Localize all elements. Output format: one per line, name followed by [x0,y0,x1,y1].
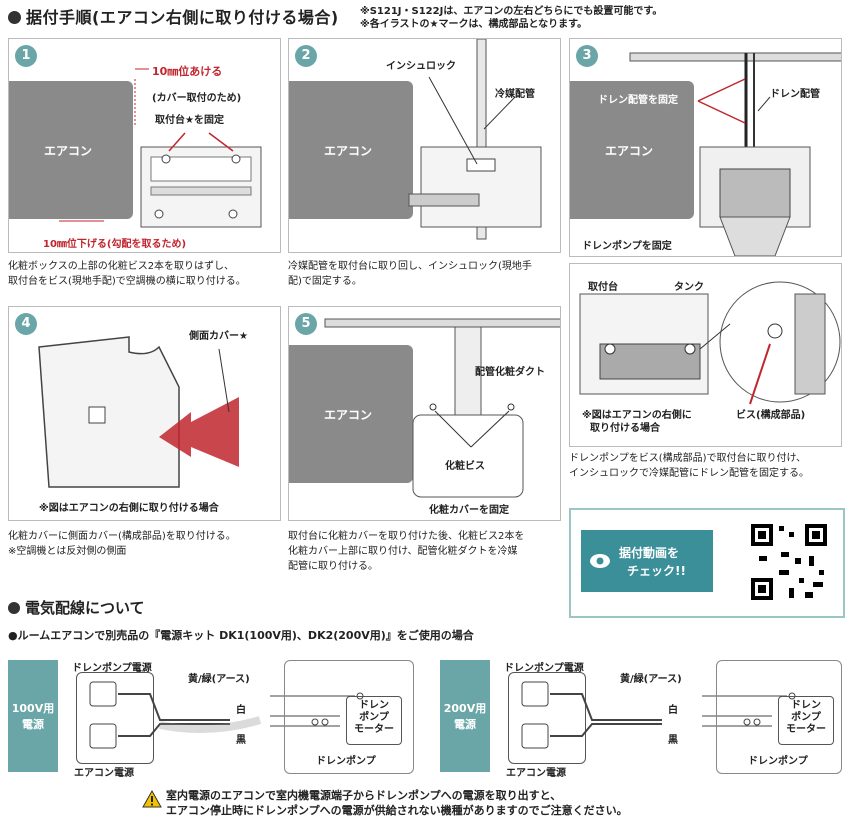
step-4-panel: 4 側面カバー★ ※図はエアコンの右側に取り付ける場合 [8,306,281,521]
detail-note-2: 取り付ける場合 [590,423,660,434]
earth-label: 黄/緑(アース) [620,674,682,685]
drain-pipe-label: ドレン配管 [770,89,820,100]
step-4-illustration [38,336,239,488]
aircon-unit: エアコン [289,345,413,483]
screw-label: 化粧ビス [445,461,485,472]
outlet-box [76,672,154,764]
warning-icon [142,790,162,808]
step-1-panel: 1 エアコン 10㎜位あける (カバー取付のため) 取付台★を固定 10㎜位下げ… [8,38,281,253]
video-line-1: 据付動画を [619,546,680,560]
detail-caption: ドレンポンプをビス(構成部品)で取付台に取り付け、インシュロックで冷媒配管にドレ… [569,453,809,479]
detail-panel: 取付台 タンク ※図はエアコンの右側に 取り付ける場合 ビス(構成部品) [569,263,842,447]
outlet-box [508,672,586,764]
earth-label: 黄/緑(アース) [188,674,250,685]
aircon-unit: エアコン [289,81,413,219]
warning-text: 室内電源のエアコンで室内機電源端子からドレンポンプへの電源を取り出すと、エアコン… [166,789,628,817]
step-2-panel: 2 エアコン インシュロック 冷媒配管 [288,38,561,253]
ac-power-label: エアコン電源 [506,768,566,779]
psu-200v: 200V用電源 [440,660,490,772]
wiring-diagram-200v [521,681,796,749]
step-number: 3 [576,45,598,67]
pump-label: ドレンポンプ [316,756,376,767]
step-3-panel: 3 エアコン ドレン配管を固定 ドレン配管 ドレンポンプを固定 [569,38,842,257]
step-3-illustration [629,52,841,256]
page-title: 据付手順(エアコン右側に取り付ける場合) [8,4,339,28]
step-2-illustration [408,39,542,240]
refrigerant-pipe-label: 冷媒配管 [495,89,535,100]
video-line-2: チェック!! [627,564,686,578]
ac-power-label: エアコン電源 [74,768,134,779]
header-note-2: ※各イラストの★マークは、構成部品となります。 [360,19,588,30]
drain-power-label: ドレンポンプ電源 [504,663,584,674]
aircon-unit: エアコン [9,81,133,219]
gap-label: 10㎜位あける [152,65,223,78]
pump-motor: ドレンポンプモーター [778,696,834,745]
step-1-illustration [59,68,262,228]
screw-label: ビス(構成部品) [736,410,806,421]
header-note-1: ※S121J・S122Jは、エアコンの左右どちらにでも設置可能です。 [360,6,663,17]
pump-fix-label: ドレンポンプを固定 [582,241,672,252]
step-number: 2 [295,45,317,67]
pump-box [716,660,842,774]
psu-100v: 100V用電源 [8,660,58,772]
wiring-diagram-100v [89,681,364,749]
eye-icon [590,554,610,568]
wiring-title: 電気配線について [8,597,145,618]
gap-note: (カバー取付のため) [152,93,242,104]
white-wire-label: 白 [668,705,678,716]
video-button[interactable]: 据付動画を チェック!! [581,530,713,592]
qr-code[interactable] [749,522,829,602]
white-wire-label: 白 [236,705,246,716]
cover-fix-label: 化粧カバーを固定 [429,505,509,516]
pump-box [284,660,414,774]
mount-label: 取付台★を固定 [155,115,224,126]
step-number: 5 [295,313,317,335]
tank-label: タンク [674,282,704,293]
detail-illustration [579,281,841,405]
step-5-illustration [324,318,560,498]
step-1-caption: 化粧ボックスの上部の化粧ビス2本を取りはずし、取付台をビス(現地手配)で空調機の… [8,261,246,287]
step-number: 4 [15,313,37,335]
slope-label: 10㎜位下げる(勾配を取るため) [43,239,187,250]
step-2-caption: 冷媒配管を取付台に取り回し、インシュロック(現地手配)で固定する。 [288,261,532,287]
duct-label: 配管化粧ダクト [475,367,545,378]
step-5-caption: 取付台に化粧カバーを取り付けた後、化粧ビス2本を化粧カバー上部に取り付け、配管化… [288,531,525,572]
step-4-caption: 化粧カバーに側面カバー(構成部品)を取り付ける。※空調機とは反対側の側面 [8,531,236,557]
cable-tie-label: インシュロック [386,61,456,72]
pump-label: ドレンポンプ [748,756,808,767]
black-wire-label: 黒 [236,735,246,746]
black-wire-label: 黒 [668,735,678,746]
detail-note-1: ※図はエアコンの右側に [582,410,692,421]
pump-motor: ドレンポンプモーター [346,696,402,745]
side-cover-label: 側面カバー★ [189,331,248,342]
wiring-subtitle: ●ルームエアコンで別売品の『電源キット DK1(100V用)、DK2(200V用… [8,629,474,642]
drain-power-label: ドレンポンプ電源 [72,663,152,674]
mount-base-label: 取付台 [588,282,618,293]
step-number: 1 [15,45,37,67]
video-banner[interactable]: 据付動画を チェック!! [569,508,845,618]
step-4-note: ※図はエアコンの右側に取り付ける場合 [39,503,219,514]
drain-fix-label: ドレン配管を固定 [598,95,678,106]
step-5-panel: 5 エアコン 配管化粧ダクト 化粧ビス 化粧カバーを固定 [288,306,561,521]
aircon-unit: エアコン [570,81,694,219]
